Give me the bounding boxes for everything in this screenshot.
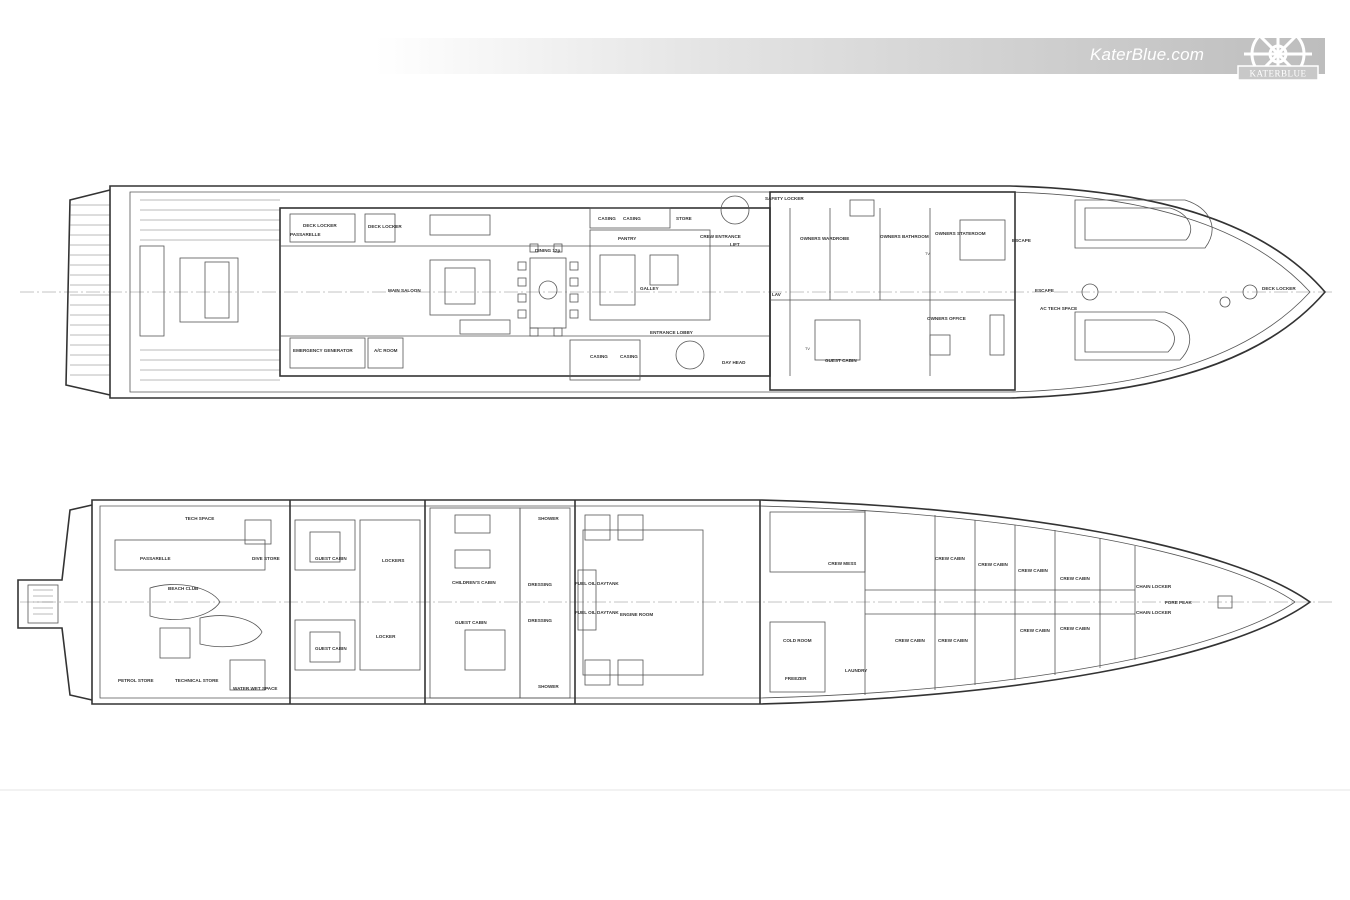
label-deck-locker-fwd: DECK LOCKER	[1262, 286, 1296, 291]
label-casing-2: CASING	[623, 216, 641, 221]
label-technical-store: TECHNICAL STORE	[175, 678, 218, 683]
label-escape-2: ESCAPE	[1035, 288, 1054, 293]
main-deck-plan	[65, 185, 1327, 399]
label-ac-room: A/C ROOM	[374, 348, 398, 353]
ship-wheel-icon: KATERBLUE	[1237, 20, 1319, 88]
label-tv-1: TV	[925, 252, 930, 256]
label-chain-locker-2: CHAIN LOCKER	[1136, 610, 1172, 615]
label-crew-cabin-7: CREW CABIN	[1020, 628, 1051, 633]
label-emergency-generator: EMERGENCY GENERATOR	[293, 348, 353, 353]
label-guest-cabin-main: GUEST CABIN	[825, 358, 857, 363]
label-crew-cabin-2: CREW CABIN	[978, 562, 1009, 567]
label-crew-cabin-6: CREW CABIN	[938, 638, 969, 643]
label-day-head: DAY HEAD	[722, 360, 746, 365]
label-lockers: LOCKERS	[382, 558, 404, 563]
label-lav: LAV	[772, 292, 782, 297]
label-fuel-oil-daytank-1: FUEL OIL DAYTANK	[575, 581, 619, 586]
label-tv-2: TV	[805, 347, 810, 351]
label-dive-store: DIVE STORE	[252, 556, 280, 561]
lower-deck-plan	[17, 499, 1312, 705]
main-deck-labels: PASSARELLE DECK LOCKER DECK LOCKER MAIN …	[290, 196, 1296, 365]
label-dressing-1: DRESSING	[528, 582, 552, 587]
label-fore-peak: FORE PEAK	[1165, 600, 1192, 605]
label-chain-locker-1: CHAIN LOCKER	[1136, 584, 1172, 589]
label-crew-mess: CREW MESS	[828, 561, 856, 566]
label-ac-tech-space: AC TECH SPACE	[1040, 306, 1077, 311]
label-crew-cabin-4: CREW CABIN	[1060, 576, 1091, 581]
label-escape: ESCAPE	[1012, 238, 1031, 243]
label-locker: LOCKER	[376, 634, 396, 639]
label-deck-locker-2: DECK LOCKER	[368, 224, 402, 229]
label-store: STORE	[676, 216, 692, 221]
label-guest-cabin-1: GUEST CABIN	[315, 556, 347, 561]
logo-text: KATERBLUE	[1250, 69, 1307, 79]
label-casing-3: CASING	[590, 354, 608, 359]
lower-deck-labels: TECH SPACE PASSARELLE DIVE STORE BEACH C…	[118, 516, 1192, 691]
label-cold-room: COLD ROOM	[783, 638, 812, 643]
label-crew-cabin-5: CREW CABIN	[895, 638, 926, 643]
label-owners-office: OWNERS OFFICE	[927, 316, 966, 321]
label-crew-cabin-3: CREW CABIN	[1018, 568, 1049, 573]
label-owners-bathroom: OWNERS BATHROOM	[880, 234, 929, 239]
label-deck-locker-aft: DECK LOCKER	[303, 223, 337, 228]
label-crew-cabin-8: CREW CABIN	[1060, 626, 1091, 631]
label-childrens-cabin: CHILDREN'S CABIN	[452, 580, 496, 585]
label-lift: LIFT	[730, 242, 740, 247]
label-casing-4: CASING	[620, 354, 638, 359]
label-safety-locker: SAFETY LOCKER	[765, 196, 804, 201]
header-banner	[375, 38, 1325, 74]
label-galley: GALLEY	[640, 286, 659, 291]
label-fuel-oil-daytank-2: FUEL OIL DAYTANK	[575, 610, 619, 615]
label-owners-stateroom: OWNERS STATEROOM	[935, 231, 986, 236]
label-guest-cabin-3: GUEST CABIN	[455, 620, 487, 625]
label-guest-cabin-2: GUEST CABIN	[315, 646, 347, 651]
label-casing-1: CASING	[598, 216, 616, 221]
label-shower-2: SHOWER	[538, 684, 559, 689]
label-engine-room: ENGINE ROOM	[620, 612, 653, 617]
label-dressing-2: DRESSING	[528, 618, 552, 623]
label-shower-1: SHOWER	[538, 516, 559, 521]
label-beach-club: BEACH CLUB	[168, 586, 199, 591]
label-crew-cabin-1: CREW CABIN	[935, 556, 966, 561]
label-crew-entrance: CREW ENTRANCE	[700, 234, 741, 239]
label-owners-wardrobe: OWNERS WARDROBE	[800, 236, 849, 241]
label-main-saloon: MAIN SALOON	[388, 288, 421, 293]
label-passarelle-main: PASSARELLE	[290, 232, 321, 237]
label-pantry: PANTRY	[618, 236, 636, 241]
label-water-wet-space: WATER WET SPACE	[233, 686, 278, 691]
brand-name[interactable]: KaterBlue.com	[1090, 45, 1205, 64]
label-passarelle-lower: PASSARELLE	[140, 556, 171, 561]
label-petrol-store: PETROL STORE	[118, 678, 154, 683]
label-entrance-lobby: ENTRANCE LOBBY	[650, 330, 693, 335]
label-dining: DINING 12p	[535, 248, 560, 253]
label-laundry: LAUNDRY	[845, 668, 867, 673]
label-tech-space: TECH SPACE	[185, 516, 214, 521]
label-freezer: FREEZER	[785, 676, 807, 681]
